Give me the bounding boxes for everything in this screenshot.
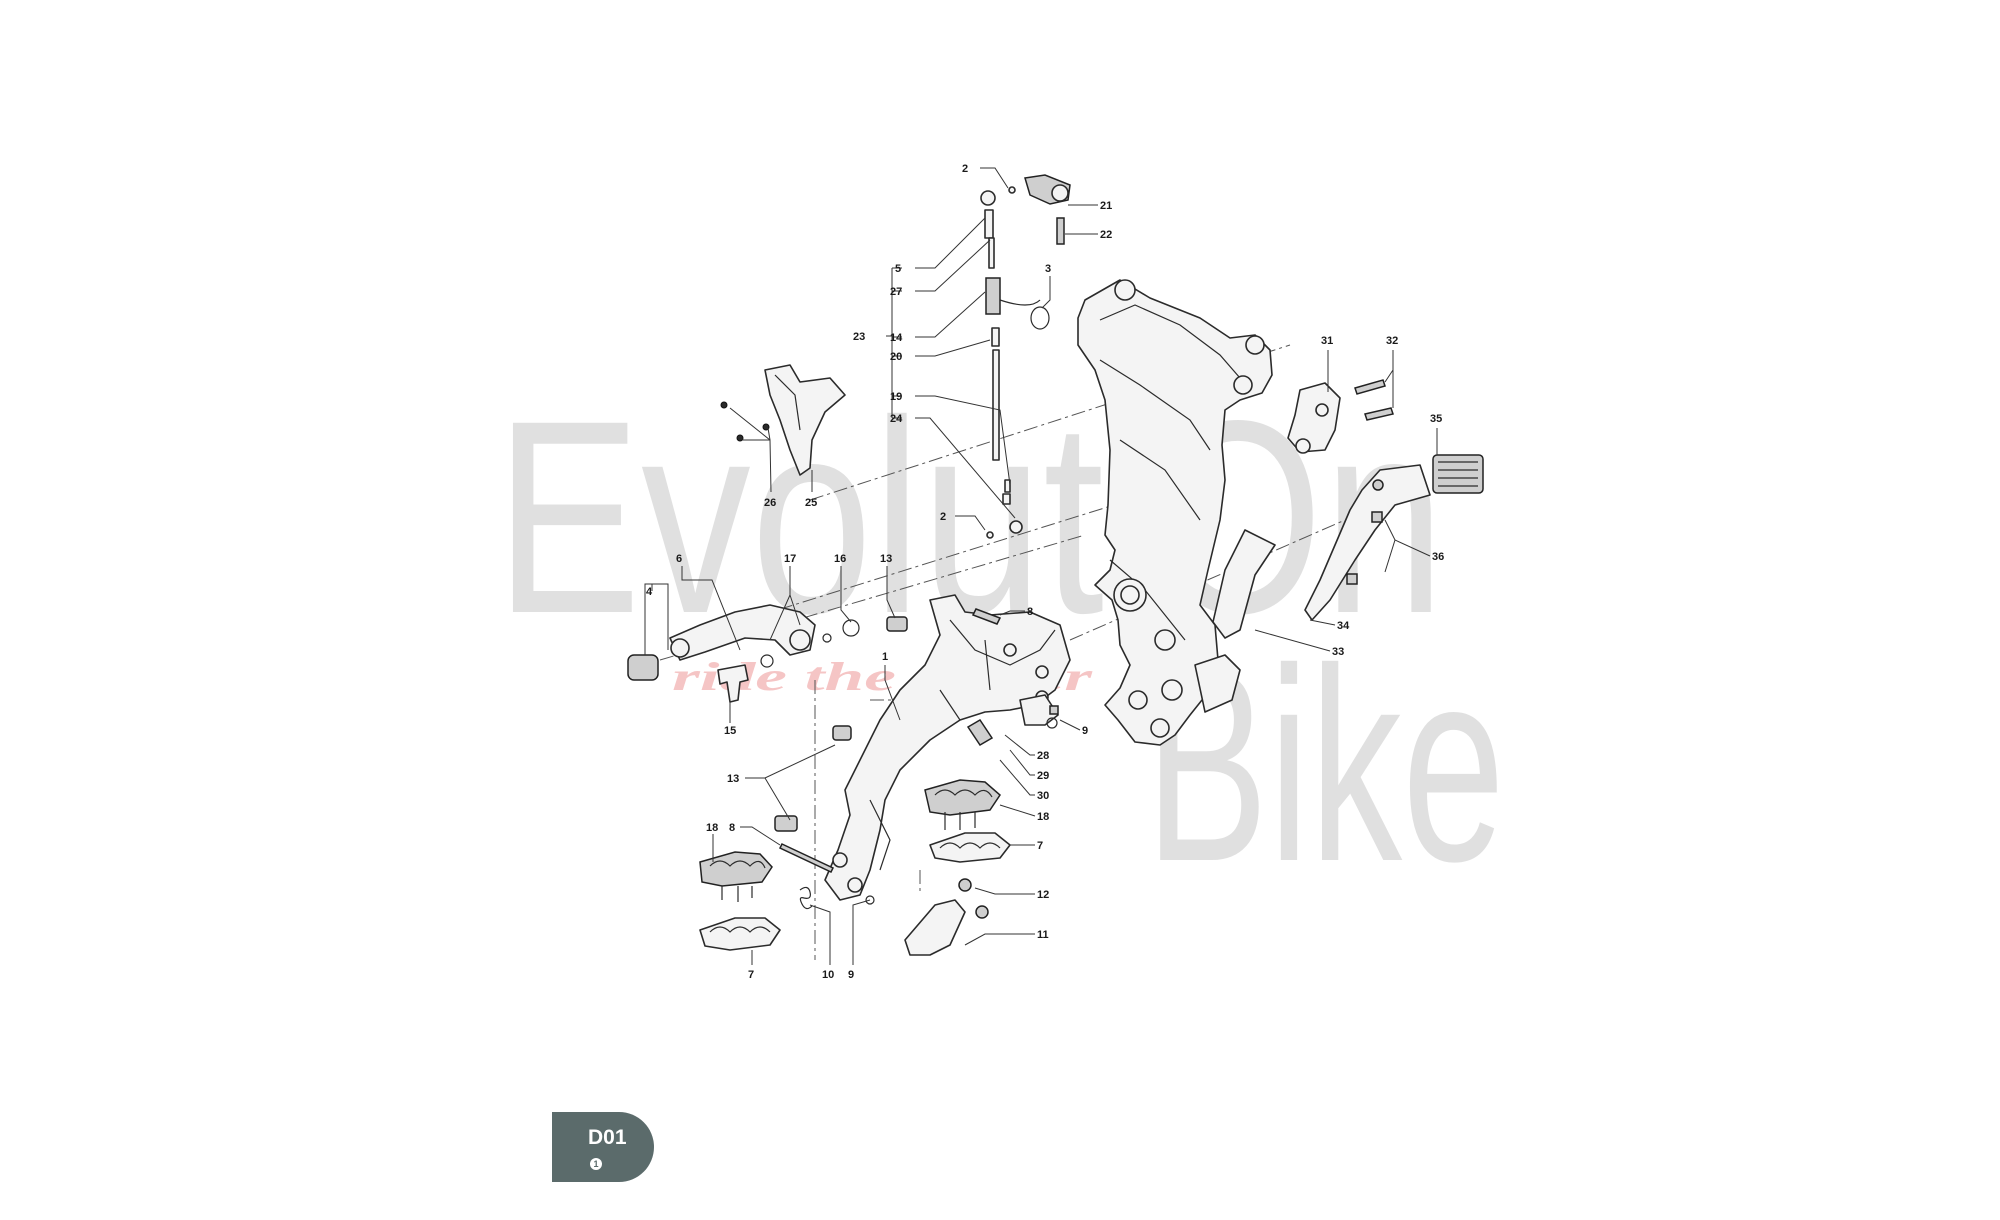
footrest-bracket (774, 594, 1071, 901)
callout-label: 7 (748, 969, 754, 981)
callout-label: 30 (1037, 790, 1049, 802)
side-shield (1212, 529, 1276, 639)
badge-code: D01 (588, 1126, 627, 1149)
callout-label: 13 (727, 773, 739, 785)
callout-label: 7 (1037, 840, 1043, 852)
callout-label: 26 (764, 497, 776, 509)
callout-label: 5 (895, 263, 901, 275)
callout-label: 34 (1337, 620, 1350, 632)
callout-label: 21 (1100, 200, 1112, 212)
callout-label: 9 (848, 969, 854, 981)
callout-label: 23 (853, 331, 865, 343)
callout-label: 12 (1037, 889, 1049, 901)
leader-lines (644, 167, 1438, 965)
callout-label: 15 (724, 725, 736, 737)
callout-labels: 2 21 22 5 27 3 14 23 20 19 24 2 26 25 31… (646, 163, 1444, 981)
callout-label: 28 (1037, 750, 1049, 762)
callout-label: 35 (1430, 413, 1442, 425)
callout-label: 32 (1386, 335, 1398, 347)
footrests (699, 779, 1011, 951)
badge-sub: 1 (590, 1158, 602, 1170)
callout-label: 36 (1432, 551, 1444, 563)
callout-label: 8 (729, 822, 735, 834)
callout-label: 6 (676, 553, 682, 565)
callout-label: 17 (784, 553, 796, 565)
small-parts (799, 878, 989, 956)
callout-label: 2 (940, 511, 946, 523)
callout-label: 10 (822, 969, 834, 981)
page-badge: D01 1 (552, 1112, 654, 1182)
callout-label: 11 (1037, 929, 1049, 941)
callout-label: 33 (1332, 646, 1344, 658)
callout-label: 31 (1321, 335, 1333, 347)
callout-label: 24 (890, 413, 903, 425)
callout-label: 14 (890, 332, 903, 344)
shift-rod-assembly (980, 174, 1071, 539)
callout-label: 13 (880, 553, 892, 565)
callout-label: 19 (890, 391, 902, 403)
brake-pedal (1304, 454, 1484, 621)
callout-label: 20 (890, 351, 902, 363)
callout-label: 18 (1037, 811, 1049, 823)
callout-label: 16 (834, 553, 846, 565)
callout-label: 2 (962, 163, 968, 175)
frame-plate (1077, 279, 1273, 746)
callout-label: 18 (706, 822, 718, 834)
callout-label: 29 (1037, 770, 1049, 782)
callout-label: 1 (882, 651, 888, 663)
callout-label: 27 (890, 286, 902, 298)
callout-label: 4 (646, 586, 653, 598)
shift-linkage (1287, 379, 1394, 454)
callout-label: 25 (805, 497, 817, 509)
callout-label: 3 (1045, 263, 1051, 275)
gear-lever (627, 604, 908, 703)
callout-label: 22 (1100, 229, 1112, 241)
callout-label: 9 (1082, 725, 1088, 737)
callout-label: 8 (1027, 606, 1033, 618)
heel-guard (720, 364, 846, 476)
